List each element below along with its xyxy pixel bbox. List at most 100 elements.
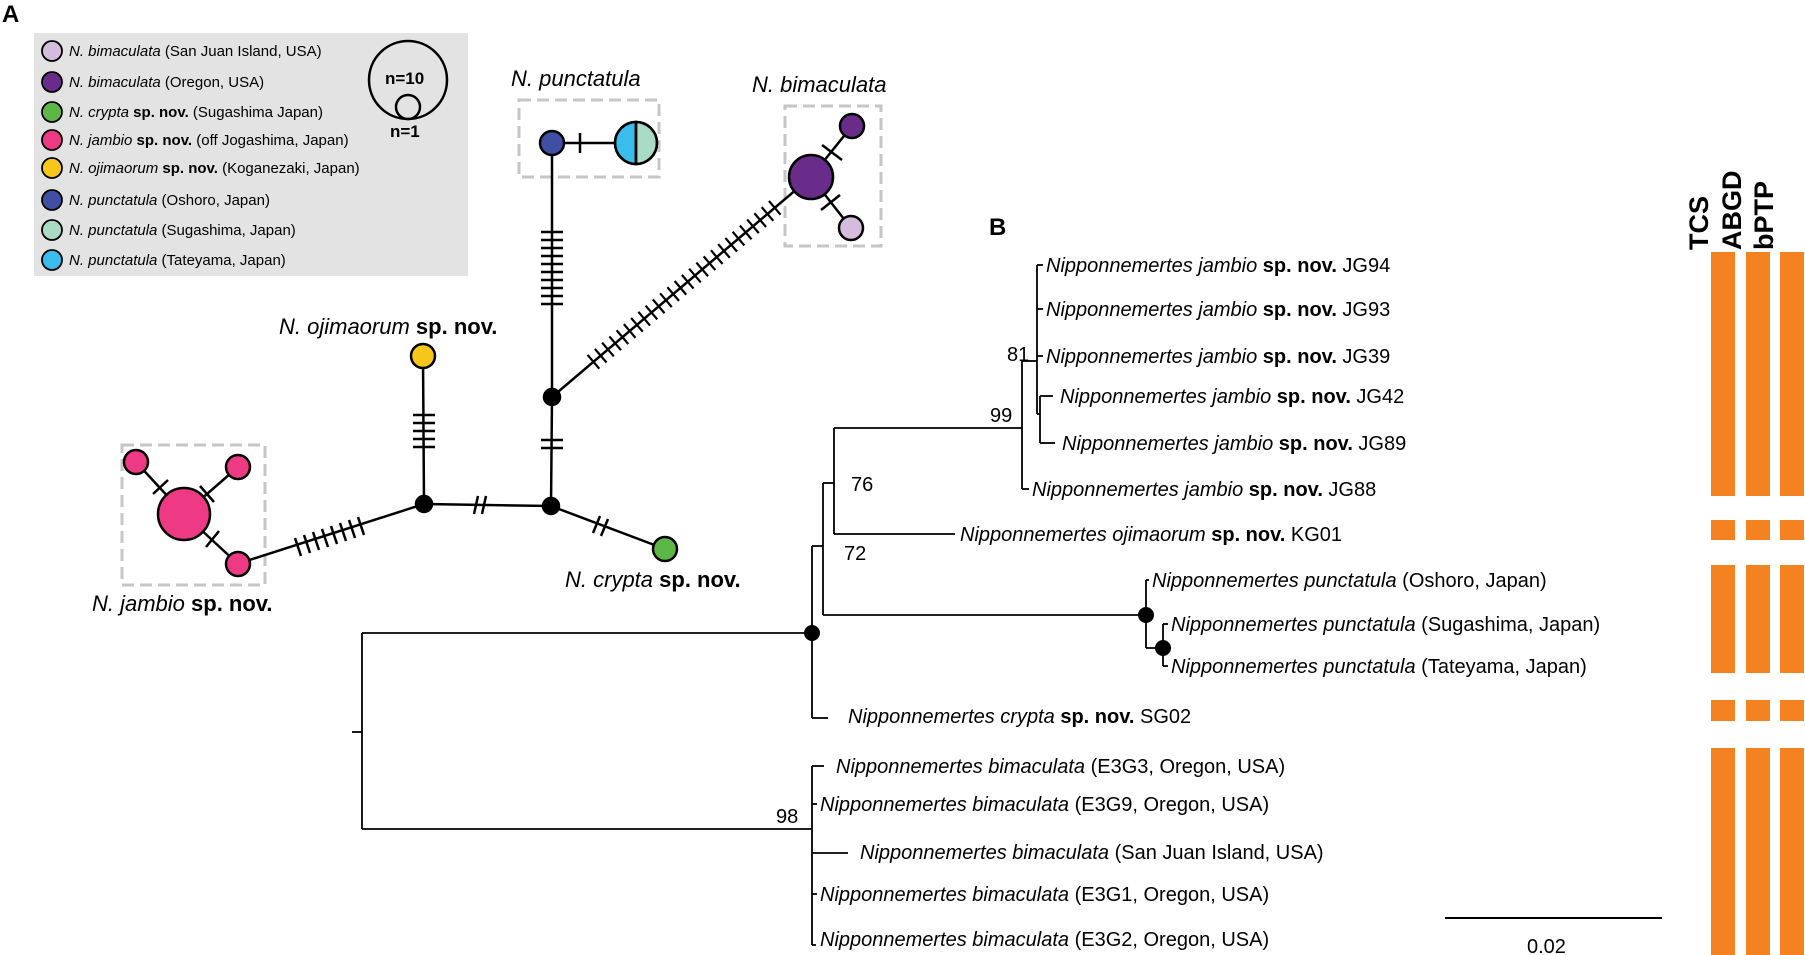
tip-label: Nipponnemertes bimaculata (E3G9, Oregon,… [820,794,1269,816]
phylogenetic-tree [352,264,1168,946]
legend-swatch [41,249,63,271]
panel-b-label: B [989,214,1006,241]
mutation-tick [652,298,666,314]
ojimaorum-network-label: N. ojimaorum sp. nov. [279,314,497,339]
svg-text:N. crypta sp. nov. (Sugashima: N. crypta sp. nov. (Sugashima Japan) [69,104,323,121]
jambio-group-box [120,443,267,587]
legend-swatch [41,157,63,179]
jambio-haplotype [122,448,150,476]
bimaculata-oregon-main-haplotype [787,153,835,201]
tip-label: Nipponnemertes jambio sp. nov. JG42 [1060,386,1404,408]
method-heading-bptp: bPTP [1749,181,1779,250]
jambio-main-haplotype [156,486,212,542]
mutation-tick [608,335,622,351]
mutation-tick [637,311,651,327]
legend-item: N. bimaculata (San Juan Island, USA) [41,40,322,62]
legend: N. bimaculata (San Juan Island, USA) N. … [34,33,468,276]
punctatula-network-label: N. punctatula [511,66,641,91]
jambio-network-label: N. jambio sp. nov. [92,591,273,616]
punctatula-sugashima-half [634,120,659,166]
mutation-tick [329,525,339,545]
bimaculata-sanjuan-haplotype [837,214,865,242]
abgd-bar-ojimaorum [1746,520,1770,540]
tcs-bar-jambio [1711,252,1735,496]
tip-label: Nipponnemertes bimaculata (E3G1, Oregon,… [820,884,1269,906]
mutation-tick [821,144,843,161]
legend-swatch [41,219,63,241]
size-key-large-label: n=10 [385,69,424,88]
support-value: 72 [844,543,866,565]
tip-label: Nipponnemertes jambio sp. nov. JG39 [1046,346,1390,368]
mutation-tick [293,537,303,557]
bptp-bar-crypta [1780,700,1804,721]
tip-label: Nipponnemertes punctatula (Sugashima, Ja… [1171,614,1600,636]
bptp-bar-jambio [1780,252,1804,496]
median-vector [541,496,561,516]
mutation-tick [746,218,760,234]
method-heading-abgd: ABGD [1717,171,1747,251]
mutation-tick [472,495,480,515]
mutation-tick [623,323,637,339]
support-value: 98 [776,806,798,828]
tcs-bar-ojimaorum [1711,520,1735,540]
tree-nodes [804,607,1171,656]
bimaculata-group-box [783,104,883,248]
abgd-bar-bimaculata [1746,748,1770,955]
mutation-tick [480,495,488,515]
tcs-bar-crypta [1711,700,1735,721]
mutation-tick [731,231,746,247]
network-edge [550,504,666,551]
legend-swatch [41,101,63,123]
supported-node [804,625,820,641]
abgd-bar-crypta [1746,700,1770,721]
tip-label: Nipponnemertes jambio sp. nov. JG88 [1032,479,1376,501]
mutation-tick [717,243,731,259]
median-vector [542,387,562,407]
mutation-tick [710,249,724,265]
mutation-tick [695,261,709,277]
mutation-tick [760,206,775,222]
svg-text:N. ojimaorum sp. nov. (Koganez: N. ojimaorum sp. nov. (Koganezaki, Japan… [69,160,360,177]
punctatula-oshoro-haplotype [538,129,566,157]
support-value: 81 [1007,344,1029,366]
legend-swatch [41,189,63,211]
mutation-tick [615,329,630,345]
supported-node [1155,640,1171,656]
tip-label: Nipponnemertes crypta sp. nov. SG02 [848,706,1191,728]
svg-text:N. punctatula (Sugashima, Japa: N. punctatula (Sugashima, Japan) [69,222,296,239]
tcs-bar-bimaculata [1711,748,1735,955]
delimitation-columns: TCS ABGD bPTP [1684,171,1804,955]
bptp-bar-ojimaorum [1780,520,1804,540]
supported-node [1138,607,1154,623]
haplotype-nodes [122,112,866,578]
network-edge [239,502,425,565]
bimaculata-network-label: N. bimaculata [752,72,887,97]
mutation-tick [320,528,330,548]
legend-background [34,33,468,276]
mutation-tick [311,531,321,551]
tip-labels: Nipponnemertes jambio sp. nov. JG94 Nipp… [820,255,1600,951]
abgd-bar-punctatula [1746,565,1770,673]
size-key-small-circle [394,93,422,121]
tip-label: Nipponnemertes punctatula (Tateyama, Jap… [1171,656,1587,678]
mutation-tick [302,534,312,554]
abgd-bar-jambio [1746,252,1770,496]
median-vector [414,494,434,514]
mutation-tick [724,237,738,253]
support-value: 76 [851,474,873,496]
ojimaorum-haplotype [409,342,437,370]
mutation-tick [591,515,602,534]
legend-item: N. jambio sp. nov. (off Jogashima, Japan… [41,129,349,151]
mutation-ticks-bimaculata [152,144,843,548]
legend-swatch [41,71,63,93]
crypta-haplotype [651,535,679,563]
tip-label: Nipponnemertes bimaculata (E3G3, Oregon,… [836,756,1285,778]
jambio-haplotype [224,453,252,481]
legend-item: N. bimaculata (Oregon, USA) [41,71,264,93]
tip-label: Nipponnemertes bimaculata (San Juan Isla… [860,842,1324,864]
size-key-small-label: n=1 [390,122,420,141]
mutation-ticks [293,133,610,557]
tip-label: Nipponnemertes punctatula (Oshoro, Japan… [1152,570,1547,592]
legend-item: N. punctatula (Oshoro, Japan) [41,189,270,211]
